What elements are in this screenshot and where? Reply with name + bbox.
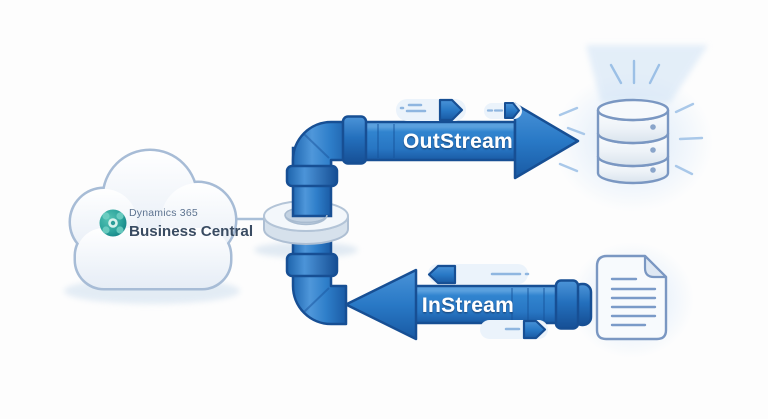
database-icon xyxy=(558,59,704,185)
packet-arrow-right-icon xyxy=(396,98,466,122)
pipe-coupling xyxy=(285,252,339,278)
database-led xyxy=(650,167,656,173)
packet-arrow xyxy=(438,98,464,122)
file-text-lines xyxy=(610,277,657,327)
logo-petal xyxy=(102,212,110,220)
cloud-product-line2: Business Central xyxy=(129,223,253,240)
elbow-seam xyxy=(303,133,330,159)
outstream-pipe-body xyxy=(346,120,517,162)
outstream-pipe: OutStream xyxy=(341,102,580,180)
instream-arrowhead xyxy=(344,268,418,341)
database-top xyxy=(596,98,670,122)
packet-arrow xyxy=(522,319,547,340)
elbow-seam xyxy=(303,287,330,313)
file-icon xyxy=(595,254,668,341)
packet-arrow xyxy=(427,264,457,285)
packet-arrow-right-icon xyxy=(484,102,522,119)
pipe-coupling xyxy=(285,164,339,188)
packet-speed-lines xyxy=(399,103,427,113)
cloud-shape-fill xyxy=(71,151,235,288)
file-fold-corner xyxy=(643,254,668,279)
database-led xyxy=(650,147,656,153)
dynamics365-logo-icon xyxy=(99,209,127,237)
cloud-product-line1: Dynamics 365 xyxy=(129,207,198,219)
logo-petal xyxy=(102,226,110,234)
business-central-cloud: Dynamics 365 Business Central xyxy=(71,151,253,288)
database-led xyxy=(650,124,656,130)
logo-center-dot xyxy=(110,220,116,226)
logo-petal xyxy=(116,212,124,220)
instream-pipe: InStream xyxy=(344,268,593,341)
outstream-arrowhead xyxy=(513,102,580,180)
pipe-coupling xyxy=(554,279,580,330)
outstream-label: OutStream xyxy=(403,130,513,153)
packet-arrow xyxy=(504,102,520,119)
packet-arrow-left-icon xyxy=(427,264,530,285)
database-rays-top xyxy=(609,59,661,85)
pipe-segment-lines xyxy=(511,288,545,321)
packet-arrow-right-icon xyxy=(480,319,548,340)
logo-petal xyxy=(116,226,124,234)
database-light-beam xyxy=(586,45,708,103)
pipe-coupling xyxy=(341,115,368,165)
instream-label: InStream xyxy=(422,294,514,317)
database-rays-side xyxy=(558,102,704,176)
flange-hole-front-rim xyxy=(284,214,328,226)
